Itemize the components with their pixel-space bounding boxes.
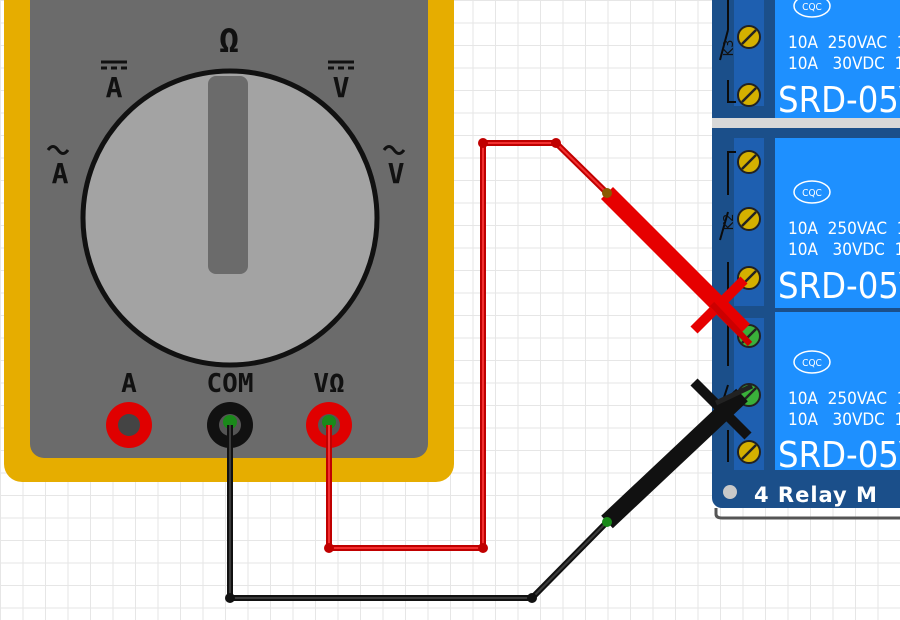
- relay-block: [775, 312, 900, 470]
- relay-rating-dc: 10A 30VDC 1: [788, 54, 900, 74]
- terminal-screw[interactable]: [737, 440, 761, 464]
- relay-channel: K2 CQC 10A 250VAC 1 10A 30VDC 1 SRD-05VD: [719, 138, 900, 308]
- terminal-screw[interactable]: [737, 83, 761, 107]
- wire-bend-point: [324, 543, 334, 553]
- cqc-logo: [793, 350, 831, 374]
- jack-label-volt-ohm: VΩ: [313, 369, 344, 399]
- test-leads: [225, 138, 754, 603]
- dial-label-ac-volts: V: [382, 145, 406, 190]
- jack-amps[interactable]: [106, 402, 152, 448]
- cqc-logo: [793, 180, 831, 204]
- relay-block: [775, 138, 900, 308]
- wire-bend-point: [527, 593, 537, 603]
- wire-bend-point: [551, 138, 561, 148]
- relay-schematic-symbol: [719, 151, 736, 290]
- relay-separator: [712, 118, 900, 128]
- dial-pointer[interactable]: [208, 76, 248, 274]
- relay-rating-ac: 10A 250VAC 1: [788, 219, 900, 239]
- relay-channel: CQC 10A 250VAC 1 10A 30VDC 1 SRD-05VD: [719, 312, 900, 476]
- jack-label-amps: A: [121, 369, 137, 399]
- terminal-label: K2: [722, 214, 737, 231]
- relay-cert-label: CQC: [802, 2, 822, 13]
- black-probe[interactable]: [601, 378, 754, 529]
- relay-rating-ac: 10A 250VAC 1: [788, 33, 900, 53]
- dial-label-dc-amps: A: [101, 60, 127, 104]
- terminal-screw[interactable]: [737, 150, 761, 174]
- relay-model: SRD-05VD: [778, 266, 900, 307]
- relay-module: K3 CQC 10A 250VAC 1 10A 30VDC 1 SRD-05VD: [712, 0, 900, 520]
- relay-channel: K3 CQC 10A 250VAC 1 10A 30VDC 1 SRD-05VD: [719, 0, 900, 121]
- board-led: [723, 485, 737, 499]
- terminal-label: K3: [722, 40, 737, 57]
- cqc-logo: [793, 0, 831, 18]
- jack-label-com: COM: [207, 369, 254, 399]
- relay-model: SRD-05VD: [778, 80, 900, 121]
- relay-block: [775, 0, 900, 118]
- relay-schematic-symbol: [719, 0, 736, 103]
- dial-label-dc-volts: V: [328, 60, 354, 104]
- svg-text:A: A: [52, 157, 69, 190]
- relay-cert-label: CQC: [802, 358, 822, 369]
- svg-text:A: A: [106, 71, 123, 104]
- board-title: 4 Relay M: [754, 483, 878, 507]
- dial-label-ac-amps: A: [46, 145, 70, 190]
- svg-text:V: V: [333, 71, 350, 104]
- terminal-screw[interactable]: [737, 207, 761, 231]
- wire-bend-point: [225, 593, 235, 603]
- dial-label-ohm: Ω: [219, 21, 239, 61]
- relay-model: SRD-05VD: [778, 435, 900, 476]
- relay-rating-ac: 10A 250VAC 1: [788, 389, 900, 409]
- wire-bend-point: [478, 543, 488, 553]
- relay-rating-dc: 10A 30VDC 1: [788, 240, 900, 260]
- terminal-screw[interactable]: [737, 25, 761, 49]
- wire-bend-point: [478, 138, 488, 148]
- relay-cert-label: CQC: [802, 188, 822, 199]
- red-probe[interactable]: [600, 186, 753, 347]
- multimeter: Ω A V A V A COM VΩ: [4, 0, 454, 482]
- relay-rating-dc: 10A 30VDC 1: [788, 410, 900, 430]
- svg-text:V: V: [388, 157, 405, 190]
